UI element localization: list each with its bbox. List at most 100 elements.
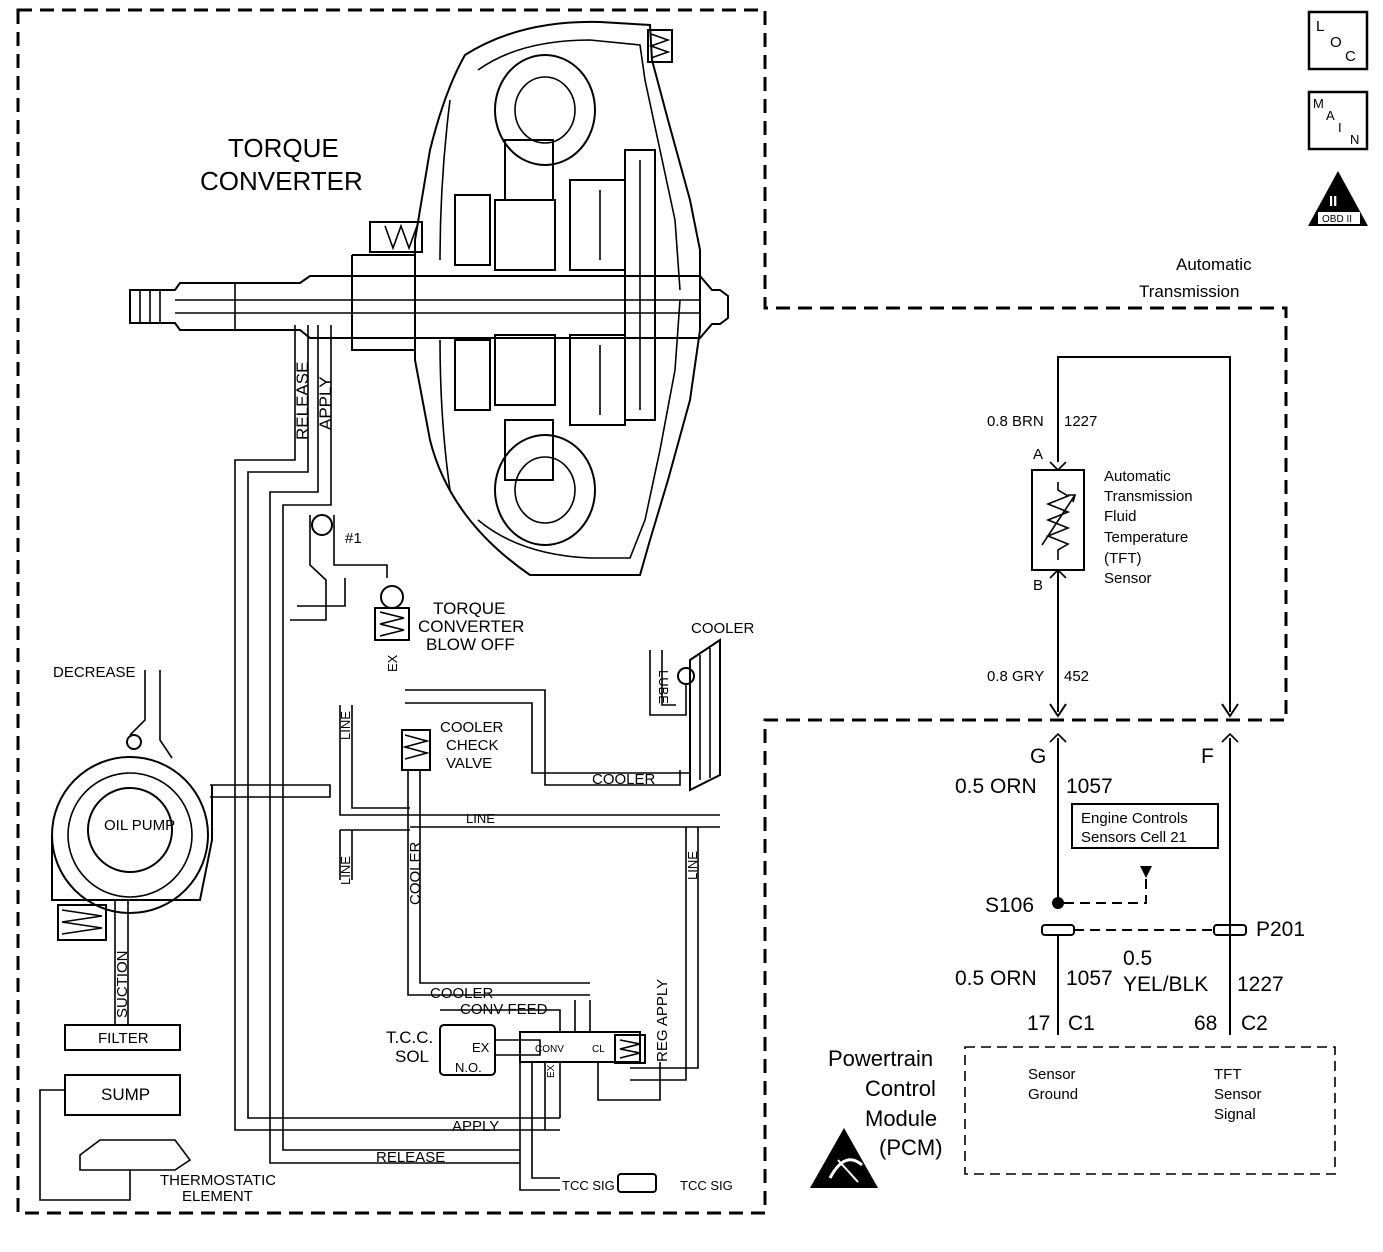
- conv-feed-label: CONV FEED: [460, 1001, 548, 1018]
- svg-text:II: II: [1329, 193, 1337, 210]
- wire-orn-lower-gauge: 0.5 ORN: [955, 967, 1037, 990]
- torque-converter-assembly: [129, 20, 729, 576]
- lube-label: LUBE: [656, 670, 671, 704]
- check-ball-label: #1: [345, 530, 362, 547]
- wire-top-circuit: 1227: [1064, 413, 1097, 430]
- sensor-label-5: (TFT): [1104, 550, 1141, 567]
- apply-label: APPLY: [316, 376, 335, 430]
- conv-small-label: CONV: [535, 1044, 564, 1055]
- wire-top-gauge: 0.8 BRN: [987, 413, 1044, 430]
- tft-signal-label-2: Sensor: [1214, 1086, 1262, 1103]
- svg-text:N: N: [1350, 132, 1359, 147]
- pcm-label-4: (PCM): [879, 1135, 943, 1160]
- blow-off-label-1: TORQUE: [433, 599, 505, 618]
- oil-pump-assembly: [39, 670, 213, 1201]
- ex-small-label: EX: [546, 1064, 557, 1078]
- tcc-sig-label-1: TCC SIG: [562, 1178, 615, 1193]
- sensor-label-2: Transmission: [1104, 488, 1193, 505]
- cooler-check-valve-label-2: CHECK: [446, 737, 499, 754]
- pin-b-label: B: [1033, 577, 1043, 594]
- sensor-ground-label-1: Sensor: [1028, 1066, 1076, 1083]
- apply-bottom-label: APPLY: [452, 1118, 499, 1135]
- svg-text:A: A: [1326, 108, 1335, 123]
- cooler-check-valve-label-1: COOLER: [440, 719, 504, 736]
- pin-17-label: 17: [1027, 1012, 1050, 1035]
- wire-bottom-circuit: 452: [1064, 668, 1089, 685]
- tft-signal-label-1: TFT: [1214, 1066, 1242, 1083]
- sensor-label-3: Fluid: [1104, 508, 1137, 525]
- sensor-ground-label-2: Ground: [1028, 1086, 1078, 1103]
- loc-icon: L O C: [1307, 10, 1369, 71]
- cl-small-label: CL: [592, 1044, 605, 1055]
- transmission-label-1: Automatic: [1176, 255, 1252, 274]
- tft-signal-label-3: Signal: [1214, 1106, 1256, 1123]
- line-label-vertical-2: LINE: [338, 856, 353, 885]
- pin-68-label: 68: [1194, 1012, 1217, 1035]
- cooler-line-label: COOLER: [592, 771, 656, 788]
- hydraulic-circuit: [210, 325, 721, 1193]
- cooler-lower-label: COOLER: [430, 985, 494, 1002]
- pcm-boundary: [964, 1046, 1336, 1175]
- wire-bottom-gauge: 0.8 GRY: [987, 668, 1044, 685]
- wire-orn-lower-circuit: 1057: [1066, 967, 1113, 990]
- transmission-label-2: Transmission: [1139, 282, 1239, 301]
- pcm-label-3: Module: [865, 1106, 937, 1131]
- filter-label: FILTER: [98, 1030, 149, 1047]
- tcc-sig-label-2: TCC SIG: [680, 1178, 733, 1193]
- pcm-label-1: Powertrain: [828, 1046, 933, 1071]
- cooler-check-valve-label-3: VALVE: [446, 755, 492, 772]
- transmission-boundary: [16, 8, 1288, 1215]
- cooler-vertical-label: COOLER: [407, 841, 424, 905]
- pcm-label-2: Control: [865, 1076, 936, 1101]
- svg-text:C: C: [1345, 48, 1356, 65]
- torque-converter-label-1: TORQUE: [228, 133, 339, 163]
- sol-no-label: N.O.: [455, 1060, 482, 1075]
- conn-f-label: F: [1201, 745, 1214, 768]
- line-label-vertical-1: LINE: [338, 711, 353, 740]
- esd-warning-icon: [810, 1128, 878, 1188]
- tft-sensor-wiring: [1031, 356, 1247, 1035]
- tcc-sol-label-2: SOL: [395, 1047, 429, 1066]
- wire-orn-upper-gauge: 0.5 ORN: [955, 775, 1037, 798]
- obd-ii-icon: II OBD II: [1308, 171, 1368, 226]
- release-bottom-label: RELEASE: [376, 1149, 445, 1166]
- pass-through-label: P201: [1256, 918, 1305, 941]
- thermostatic-label-2: ELEMENT: [182, 1188, 253, 1205]
- svg-text:M: M: [1313, 96, 1324, 111]
- svg-text:OBD II: OBD II: [1322, 214, 1352, 225]
- svg-text:I: I: [1338, 120, 1342, 135]
- ref-box-line-1: Engine Controls: [1081, 810, 1188, 827]
- conn-g-label: G: [1030, 745, 1046, 768]
- main-icon: M A I N: [1307, 90, 1369, 151]
- blow-off-label-3: BLOW OFF: [426, 635, 515, 654]
- sump-label: SUMP: [101, 1085, 150, 1104]
- thermostatic-label-1: THERMOSTATIC: [160, 1172, 276, 1189]
- blow-off-ex-label: EX: [385, 654, 400, 672]
- line-label-horizontal: LINE: [466, 811, 495, 826]
- torque-converter-label-2: CONVERTER: [200, 166, 363, 196]
- conn-c2-label: C2: [1241, 1012, 1268, 1035]
- sensor-label-1: Automatic: [1104, 468, 1171, 485]
- tcc-sol-label-1: T.C.C.: [386, 1028, 433, 1047]
- wire-orn-upper-circuit: 1057: [1066, 775, 1113, 798]
- wire-yelblk-circuit: 1227: [1237, 973, 1284, 996]
- wire-yelblk-gauge: 0.5: [1123, 947, 1152, 970]
- reg-apply-label: REG APPLY: [654, 979, 671, 1062]
- pin-a-label: A: [1033, 446, 1043, 463]
- svg-text:O: O: [1330, 34, 1342, 51]
- oil-pump-label: OIL PUMP: [104, 817, 175, 834]
- decrease-label: DECREASE: [53, 664, 136, 681]
- sol-ex-label: EX: [472, 1040, 490, 1055]
- suction-label: SUCTION: [114, 951, 131, 1019]
- cooler-title-label: COOLER: [691, 620, 755, 637]
- svg-text:L: L: [1316, 18, 1324, 35]
- conn-c1-label: C1: [1068, 1012, 1095, 1035]
- line-label-vertical-3: LINE: [685, 851, 700, 880]
- blow-off-label-2: CONVERTER: [418, 617, 524, 636]
- sensor-label-4: Temperature: [1104, 529, 1188, 546]
- splice-label: S106: [985, 894, 1034, 917]
- sensor-label-6: Sensor: [1104, 570, 1152, 587]
- ref-box-line-2: Sensors Cell 21: [1081, 829, 1187, 846]
- release-label: RELEASE: [293, 362, 312, 440]
- wire-yelblk-color: YEL/BLK: [1123, 973, 1208, 996]
